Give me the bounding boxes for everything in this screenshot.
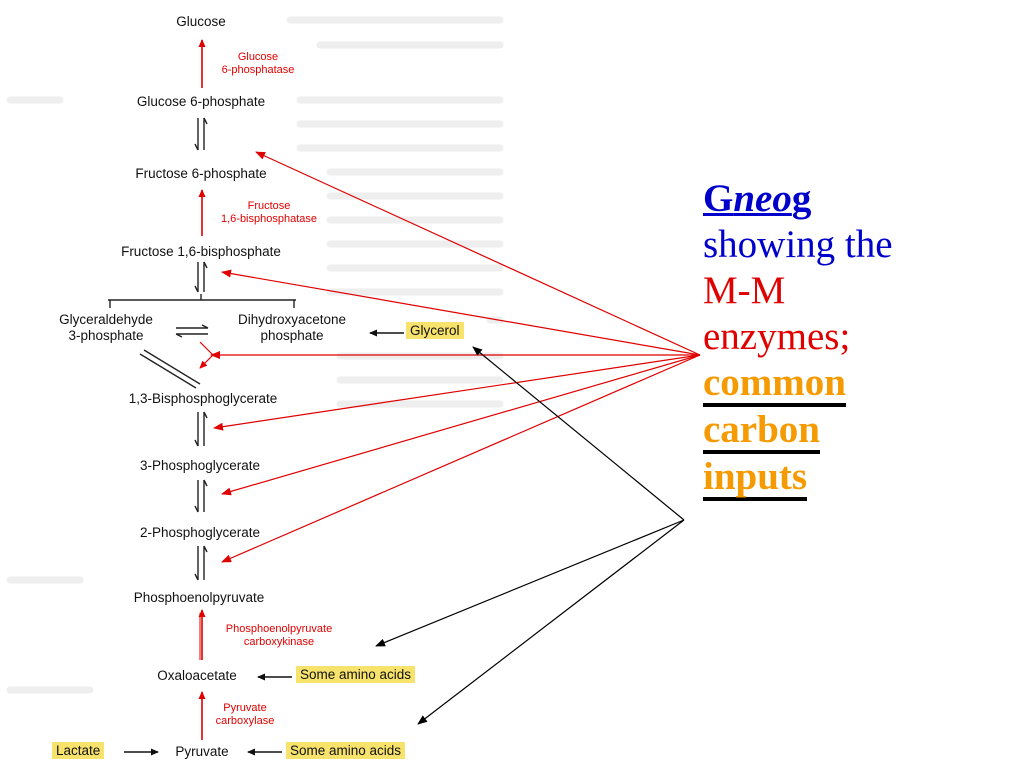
node-3-phosphoglycerate: 3-Phosphoglycerate bbox=[139, 458, 261, 473]
input-glycerol: Glycerol bbox=[406, 322, 464, 339]
enzyme-pep-carboxykinase: Phosphoenolpyruvate carboxykinase bbox=[208, 623, 350, 649]
panel-line-carbon: carbon bbox=[703, 407, 1003, 454]
title-g: G bbox=[703, 177, 734, 220]
node-dihydroxyacetone-phosphate: Dihydroxyacetone phosphate bbox=[212, 312, 372, 344]
node-glucose-6-phosphate: Glucose 6-phosphate bbox=[136, 94, 266, 109]
input-lactate: Lactate bbox=[52, 742, 105, 759]
panel-title: Gneog bbox=[703, 176, 1003, 222]
input-amino-acids-pyruvate: Some amino acids bbox=[286, 742, 406, 759]
enzyme-pc-line-1: Pyruvate bbox=[223, 702, 267, 714]
reversible-arrow-2pg-pep bbox=[194, 545, 208, 581]
panel-line-showing: showing the bbox=[703, 223, 893, 266]
node-fructose-1-6-bisphosphate: Fructose 1,6-bisphosphate bbox=[121, 244, 281, 259]
dhap-line-2: phosphate bbox=[260, 328, 324, 343]
annotation-panel: Gneog showing the M-M enzymes; common ca… bbox=[703, 176, 1003, 501]
enzyme-pc-line-2: carboxylase bbox=[215, 715, 275, 727]
node-phosphoenolpyruvate: Phosphoenolpyruvate bbox=[133, 590, 265, 605]
node-fructose-6-phosphate: Fructose 6-phosphate bbox=[135, 166, 267, 181]
node-glyceraldehyde-3-phosphate: Glyceraldehyde 3-phosphate bbox=[40, 312, 172, 344]
reversible-arrow-bpg-3pg bbox=[194, 411, 208, 447]
panel-line-common: common bbox=[703, 360, 1003, 407]
enzyme-fbpase-line-2: 1,6-bisphosphatase bbox=[220, 213, 317, 225]
glycerol-label: Glycerol bbox=[406, 322, 464, 339]
triose-bracket bbox=[108, 294, 296, 308]
node-pyruvate: Pyruvate bbox=[175, 744, 229, 759]
title-neo: neo bbox=[733, 177, 792, 220]
reversible-arrow-3pg-2pg bbox=[194, 479, 208, 513]
amino-acids-oaa-label: Some amino acids bbox=[296, 666, 416, 683]
input-amino-acids-oaa: Some amino acids bbox=[296, 666, 416, 683]
enzyme-g6pase-line-1: Glucose bbox=[237, 51, 279, 63]
node-1-3-bisphosphoglycerate: 1,3-Bisphosphoglycerate bbox=[128, 391, 278, 406]
enzyme-glucose-6-phosphatase: Glucose 6-phosphatase bbox=[210, 51, 306, 77]
title-g2: g bbox=[791, 177, 812, 220]
reversible-arrow-g6p-f6p bbox=[194, 117, 208, 151]
enzyme-pyruvate-carboxylase: Pyruvate carboxylase bbox=[208, 702, 282, 728]
amino-acids-pyruvate-label: Some amino acids bbox=[286, 742, 406, 759]
panel-line-enzymes: enzymes; bbox=[703, 315, 851, 358]
node-2-phosphoglycerate: 2-Phosphoglycerate bbox=[139, 525, 261, 540]
carbon-text: carbon bbox=[703, 410, 820, 454]
inputs-text: inputs bbox=[703, 457, 808, 501]
panel-line-mm: M-M bbox=[703, 269, 786, 312]
enzyme-fructose-bisphosphatase: Fructose 1,6-bisphosphatase bbox=[208, 200, 330, 226]
gap-line-1: Glyceraldehyde bbox=[59, 312, 153, 327]
gap-bpg-arrow bbox=[139, 349, 201, 389]
lactate-label: Lactate bbox=[52, 742, 105, 759]
node-glucose: Glucose bbox=[176, 14, 226, 29]
reversible-arrow-f16bp bbox=[194, 261, 208, 293]
gap-dhap-arrow bbox=[175, 324, 209, 338]
node-oxaloacetate: Oxaloacetate bbox=[157, 668, 237, 683]
gap-line-2: 3-phosphate bbox=[68, 328, 144, 343]
common-text: common bbox=[703, 363, 846, 407]
dhap-line-1: Dihydroxyacetone bbox=[237, 312, 347, 327]
enzyme-pepck-line-2: carboxykinase bbox=[243, 636, 315, 648]
enzyme-g6pase-line-2: 6-phosphatase bbox=[221, 64, 295, 76]
enzyme-pepck-line-1: Phosphoenolpyruvate bbox=[225, 623, 333, 635]
panel-line-inputs: inputs bbox=[703, 454, 1003, 501]
enzyme-fbpase-line-1: Fructose bbox=[247, 200, 291, 212]
